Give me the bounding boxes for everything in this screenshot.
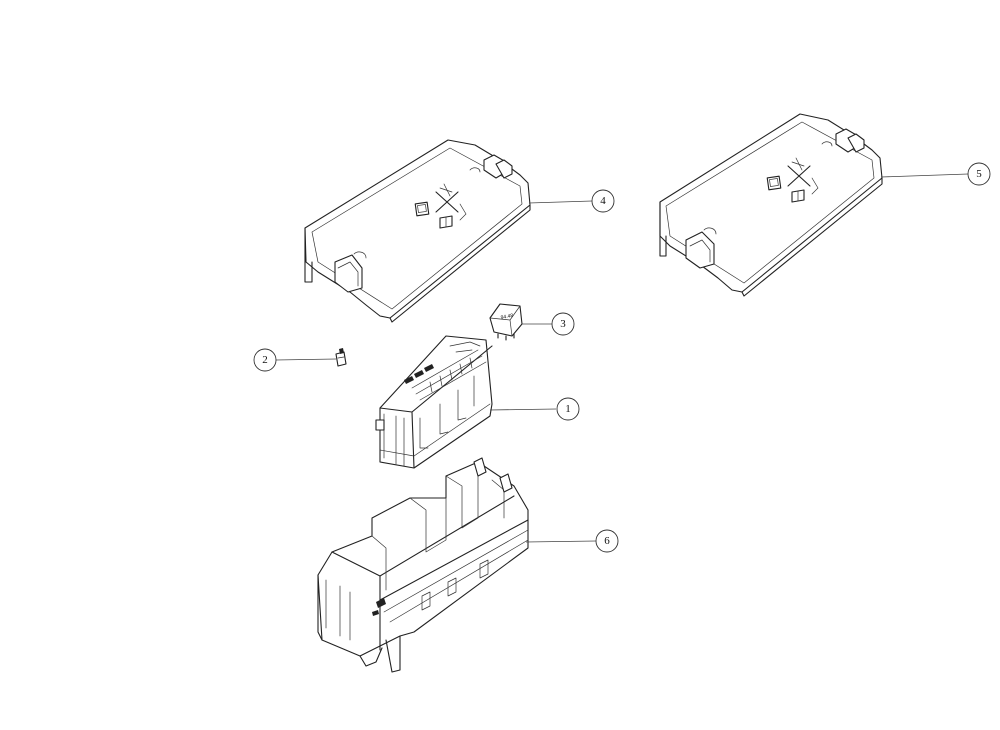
part-5-cover: [659, 113, 883, 297]
callout-5-label: 5: [976, 168, 982, 180]
part-4-cover: [304, 139, 531, 323]
callout-6-label: 6: [604, 535, 610, 547]
callout-1: 1: [556, 397, 580, 421]
part-1-fuse-block: [375, 335, 493, 469]
callout-4-label: 4: [600, 195, 606, 207]
callout-1-label: 1: [565, 403, 571, 415]
callout-5: 5: [967, 162, 991, 186]
part-2-fuse: [335, 348, 347, 367]
callout-6: 6: [595, 529, 619, 553]
svg-text:94.48: 94.48: [500, 313, 514, 321]
callout-2-label: 2: [262, 354, 268, 366]
callout-3: 3: [551, 312, 575, 336]
callout-2: 2: [253, 348, 277, 372]
callout-3-label: 3: [560, 318, 566, 330]
part-3-relay: 94.48: [489, 303, 523, 341]
part-6-housing: [317, 457, 529, 673]
callout-4: 4: [591, 189, 615, 213]
